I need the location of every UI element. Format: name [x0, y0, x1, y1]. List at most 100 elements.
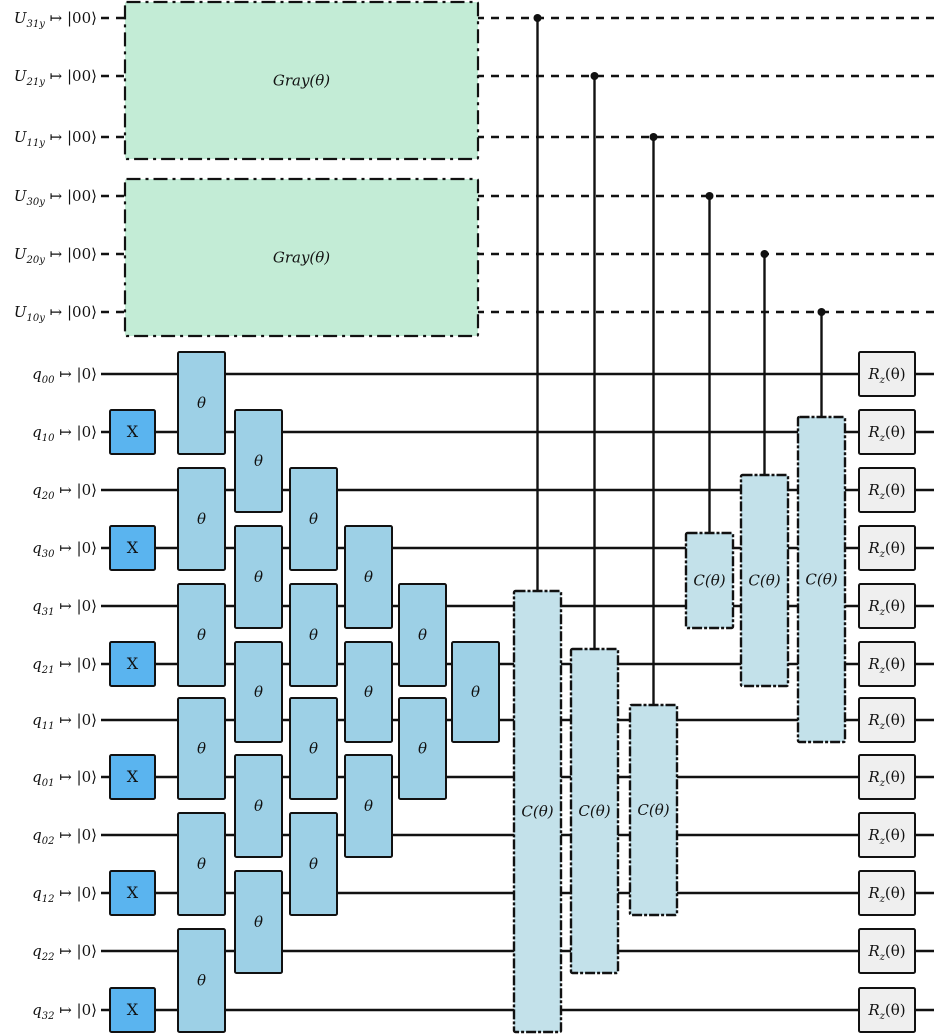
- rz-gate-label: Rz(θ): [867, 365, 905, 386]
- theta-gate-col4-q21-q11-label: θ: [364, 683, 373, 701]
- controlled-gate-2: C(θ): [569, 647, 620, 975]
- gray-theta-block-bottom: Gray(θ): [123, 177, 480, 338]
- wire-labels: U31y ↦ |00⟩ U21y ↦ |00⟩ U11y ↦ |00⟩ U30y ↦ …: [14, 9, 97, 1022]
- qubit-label-20: q20 ↦ |0⟩: [32, 481, 97, 502]
- rz-gate-label: Rz(θ): [867, 768, 905, 789]
- theta-gate-col4-q30-q31-label: θ: [364, 568, 373, 586]
- gray-theta-block-bottom-label: Gray(θ): [273, 249, 330, 267]
- controlled-gate-1: C(θ): [512, 589, 563, 1034]
- controlled-gate-2-label: C(θ): [578, 802, 610, 820]
- ancilla-label-30y: U30y ↦ |00⟩: [14, 187, 97, 208]
- rz-gate-q32: Rz(θ): [858, 987, 916, 1033]
- x-gate-q12-label: X: [127, 883, 139, 902]
- x-gate-q30-label: X: [127, 538, 139, 557]
- qubit-label-11: q11 ↦ |0⟩: [32, 711, 97, 732]
- theta-gate-col1-q22-q32-label: θ: [197, 972, 206, 990]
- qubit-label-30: q30 ↦ |0⟩: [32, 539, 97, 560]
- rz-gate-label: Rz(θ): [867, 711, 905, 732]
- theta-gate-col2-q01-q02: θ: [234, 754, 283, 858]
- control-dot-3: [649, 133, 658, 141]
- theta-gate-col2-q21-q11-label: θ: [254, 683, 263, 701]
- qubit-label-02: q02 ↦ |0⟩: [32, 826, 97, 847]
- theta-gate-col3-q11-q01-label: θ: [309, 740, 318, 758]
- x-gate-q21-label: X: [127, 654, 139, 673]
- controlled-gate-6-label: C(θ): [805, 571, 837, 589]
- ancilla-label-20y: U20y ↦ |00⟩: [14, 245, 97, 266]
- x-gate-q10: X: [109, 409, 156, 455]
- qubit-label-31: q31 ↦ |0⟩: [32, 597, 97, 618]
- theta-gate-col4-q01-q02: θ: [344, 754, 393, 858]
- controlled-gate-4-label: C(θ): [693, 572, 725, 590]
- qubit-label-21: q21 ↦ |0⟩: [32, 655, 97, 676]
- rz-gate-q31: Rz(θ): [858, 583, 916, 629]
- theta-gate-col5-q11-q01-label: θ: [418, 740, 427, 758]
- theta-gate-col5-q31-q21-label: θ: [418, 626, 427, 644]
- rz-gate-q11: Rz(θ): [858, 697, 916, 743]
- controlled-gate-3: C(θ): [628, 703, 679, 917]
- theta-gate-col1-q02-q12: θ: [177, 812, 226, 916]
- controlled-gate-3-label: C(θ): [637, 801, 669, 819]
- theta-gate-col1-q22-q32: θ: [177, 928, 226, 1033]
- rz-gate-label: Rz(θ): [867, 481, 905, 502]
- qubit-label-22: q22 ↦ |0⟩: [32, 942, 97, 963]
- theta-gate-col3-q11-q01: θ: [289, 697, 338, 800]
- theta-gate-col2-q30-q31: θ: [234, 525, 283, 629]
- theta-gate-col2-q12-q22-label: θ: [254, 913, 263, 931]
- theta-gate-col2-q12-q22: θ: [234, 870, 283, 974]
- control-dot-4: [705, 192, 714, 200]
- theta-gate-col1-q20-q30-label: θ: [197, 510, 206, 528]
- theta-gate-col3-q31-q21-label: θ: [309, 626, 318, 644]
- theta-gate-col4-q01-q02-label: θ: [364, 797, 373, 815]
- controlled-gate-6: C(θ): [796, 415, 847, 744]
- rz-gate-q12: Rz(θ): [858, 870, 916, 916]
- theta-gate-col3-q20-q30-label: θ: [309, 510, 318, 528]
- theta-gate-col2-q30-q31-label: θ: [254, 568, 263, 586]
- gray-theta-block-top: Gray(θ): [123, 0, 480, 161]
- rz-gate-label: Rz(θ): [867, 826, 905, 847]
- theta-gate-col4-q30-q31: θ: [344, 525, 393, 629]
- rz-gate-q01: Rz(θ): [858, 754, 916, 800]
- x-gate-q32-label: X: [127, 1000, 139, 1019]
- x-gate-q10-label: X: [127, 422, 139, 441]
- control-dot-6: [817, 308, 826, 316]
- theta-gate-col5-q31-q21: θ: [398, 583, 447, 687]
- x-gate-q01-label: X: [127, 767, 139, 786]
- theta-gate-col2-q01-q02-label: θ: [254, 797, 263, 815]
- gates-layer: Gray(θ) Gray(θ) X X X X X Xθ θ θ θ θ θ θ θ θ θ θ θ θ θ θ θ θ θ θ θ…: [109, 0, 916, 1034]
- theta-gate-col3-q31-q21: θ: [289, 583, 338, 687]
- qubit-label-01: q01 ↦ |0⟩: [32, 768, 97, 789]
- rz-gate-q30: Rz(θ): [858, 525, 916, 571]
- control-dot-1: [533, 14, 542, 22]
- ancilla-label-11y: U11y ↦ |00⟩: [14, 128, 97, 149]
- qubit-label-12: q12 ↦ |0⟩: [32, 884, 97, 905]
- ancilla-label-21y: U21y ↦ |00⟩: [14, 67, 97, 88]
- ancilla-label-31y: U31y ↦ |00⟩: [14, 9, 97, 30]
- theta-gate-col1-q20-q30: θ: [177, 467, 226, 571]
- x-gate-q12: X: [109, 870, 156, 916]
- theta-gate-col2-q10-q20: θ: [234, 409, 283, 513]
- controlled-gate-5-label: C(θ): [748, 572, 780, 590]
- theta-gate-col1-q31-q21: θ: [177, 583, 226, 687]
- qubit-label-32: q32 ↦ |0⟩: [32, 1001, 97, 1022]
- theta-gate-col1-q31-q21-label: θ: [197, 626, 206, 644]
- theta-gate-col1-q00-q10: θ: [177, 351, 226, 455]
- theta-gate-col1-q11-q01-label: θ: [197, 740, 206, 758]
- rz-gate-label: Rz(θ): [867, 655, 905, 676]
- theta-gate-col6-q21-q11-label: θ: [471, 683, 480, 701]
- x-gate-q30: X: [109, 525, 156, 571]
- x-gate-q32: X: [109, 987, 156, 1033]
- controlled-gate-1-label: C(θ): [521, 803, 553, 821]
- theta-gate-col2-q10-q20-label: θ: [254, 452, 263, 470]
- rz-gate-q00: Rz(θ): [858, 351, 916, 397]
- control-dot-5: [760, 250, 769, 258]
- x-gate-q01: X: [109, 754, 156, 800]
- rz-gate-label: Rz(θ): [867, 423, 905, 444]
- theta-gate-col5-q11-q01: θ: [398, 697, 447, 800]
- rz-gate-label: Rz(θ): [867, 539, 905, 560]
- theta-gate-col3-q02-q12-label: θ: [309, 855, 318, 873]
- x-gate-q21: X: [109, 641, 156, 687]
- theta-gate-col4-q21-q11: θ: [344, 641, 393, 743]
- rz-gate-q20: Rz(θ): [858, 467, 916, 513]
- rz-gate-label: Rz(θ): [867, 884, 905, 905]
